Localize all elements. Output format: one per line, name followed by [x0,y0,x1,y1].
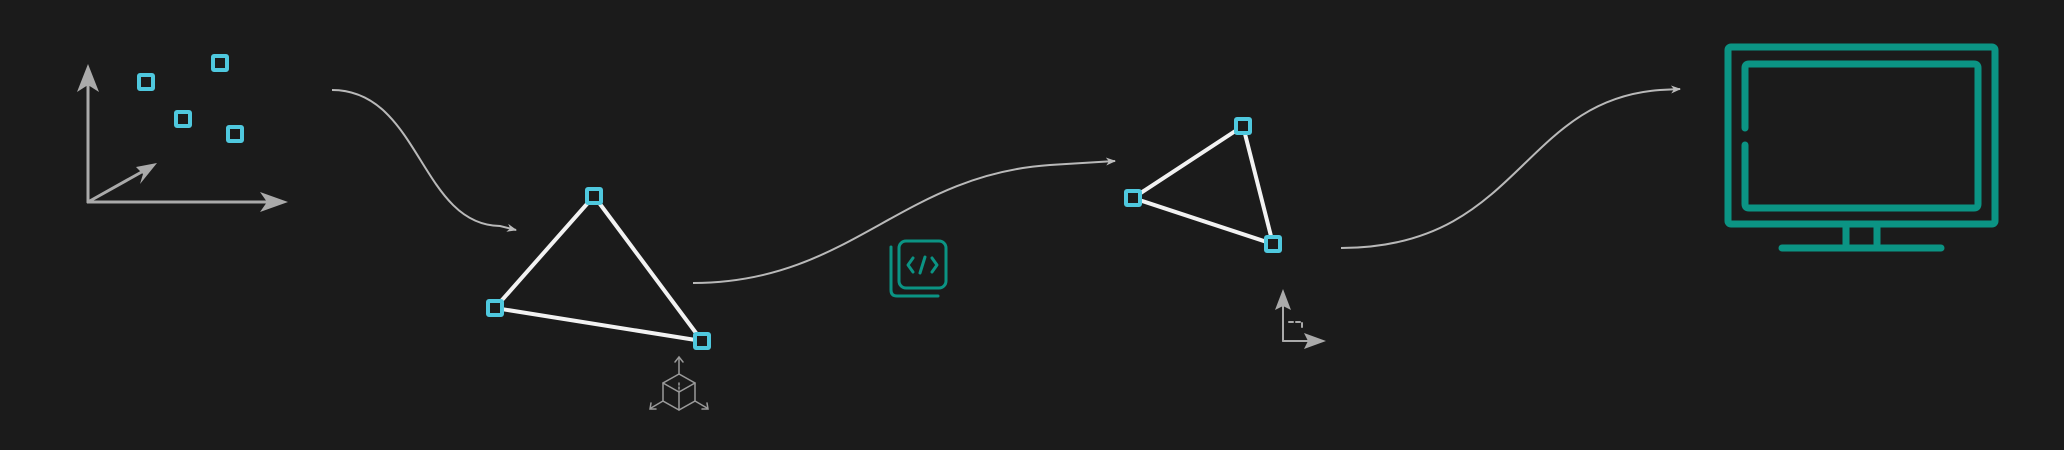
flow-arrow-3 [1340,85,1681,249]
triangle-vertices [1124,117,1282,253]
triangle-vertices [486,187,711,350]
2d-axes-icon [1275,289,1326,349]
vertex [693,332,711,350]
vertex [1264,235,1282,253]
monitor-icon [1724,43,1999,252]
data-point [226,125,244,143]
point-cloud [137,54,244,143]
screen-space-triangle-stage [1124,117,1326,349]
vertex [585,187,603,205]
triangle-edges [493,194,704,343]
data-point [211,54,229,72]
cube-3d-transform-icon [649,355,709,411]
world-space-triangle-stage [486,187,711,411]
flow-arrow-2 [692,157,1116,284]
data-point [174,110,192,128]
vertex [486,299,504,317]
flow-arrow-1 [331,89,517,232]
code-file-icon [889,239,948,298]
data-point [137,73,155,91]
triangle-edges [1131,124,1275,246]
vertex [1124,189,1142,207]
point-cloud-stage [77,54,288,212]
vertex [1234,117,1252,135]
3d-axes-icon [77,64,288,212]
